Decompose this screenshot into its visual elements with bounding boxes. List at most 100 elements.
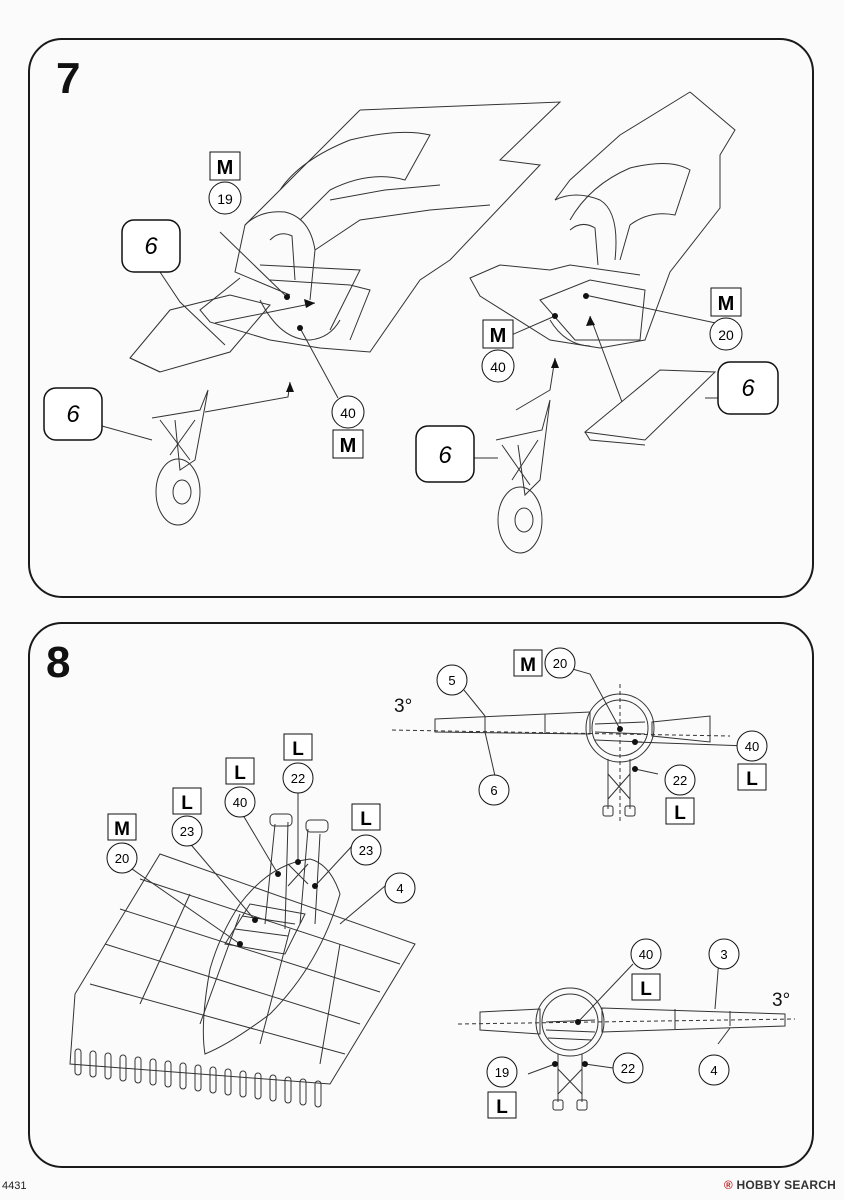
left-wheel — [155, 458, 201, 526]
svg-text:20: 20 — [115, 851, 129, 866]
left-nacelle-front — [244, 211, 316, 301]
part-circle-right-20: 20 — [709, 317, 743, 351]
step-7-illustration: 6 6 6 6 M 19 40 M — [43, 91, 779, 554]
right-gear-strut — [495, 399, 551, 497]
svg-text:6: 6 — [490, 783, 497, 798]
watermark: ® HOBBY SEARCH — [724, 1178, 836, 1192]
svg-text:22: 22 — [621, 1061, 635, 1076]
rear-right-wing — [601, 1007, 786, 1033]
front-wing-panels — [484, 714, 546, 734]
leader-iso-20 — [121, 861, 241, 945]
front-part-22: 22 — [664, 764, 696, 796]
right-wheel-hub — [514, 507, 534, 533]
front-part-6: 6 — [478, 774, 510, 806]
leader-iso-4 — [339, 885, 386, 925]
arrowhead-left-flap — [304, 299, 315, 308]
left-wing-panel-line — [314, 204, 491, 251]
iso-sprue-l4: L — [351, 803, 381, 831]
watermark-glyph: ® — [723, 1178, 733, 1192]
ref-box-left-gear: 6 — [43, 387, 103, 441]
left-gear-strut — [151, 389, 209, 471]
rear-part-22: 22 — [612, 1052, 644, 1084]
wing-rib-lines — [139, 893, 341, 1065]
left-flap-edge — [129, 357, 161, 373]
svg-text:M: M — [520, 655, 536, 676]
right-gear-bay — [539, 279, 646, 341]
rear-gear-foot-left — [552, 1099, 564, 1111]
leader-iso-23a — [186, 839, 256, 921]
svg-text:6: 6 — [741, 375, 755, 402]
iso-part-22: 22 — [282, 762, 314, 794]
sprue-label-right-left: M — [482, 319, 514, 349]
iso-sprue-l1: L — [172, 787, 202, 815]
svg-text:6: 6 — [438, 442, 452, 469]
rear-part-19: 19 — [486, 1056, 518, 1088]
iso-sprue-m: M — [107, 813, 137, 841]
watermark-brand: HOBBY SEARCH — [736, 1178, 836, 1192]
svg-text:40: 40 — [233, 795, 247, 810]
attach-point-40-right — [552, 313, 558, 319]
left-wing-panel-line-2 — [329, 184, 441, 201]
svg-text:L: L — [674, 803, 686, 824]
iso-part-23b: 23 — [350, 834, 382, 866]
gear-leg-left — [264, 821, 289, 930]
rear-left-wing — [479, 1008, 541, 1035]
svg-text:23: 23 — [180, 824, 194, 839]
flap-slots — [74, 1048, 322, 1108]
right-gear-brace — [501, 439, 539, 486]
wing-panel-lines — [89, 878, 401, 1055]
attach-rear-22 — [582, 1061, 588, 1067]
left-nacelle-top — [279, 131, 431, 221]
rear-sprue-l: L — [631, 973, 661, 1001]
svg-text:L: L — [360, 809, 372, 830]
front-sprue-l-b: L — [665, 797, 695, 825]
arrow-right-gear — [515, 357, 556, 411]
rear-leaders — [527, 945, 731, 1075]
rear-nacelle-lines — [545, 1019, 596, 1041]
front-gear-foot-left — [602, 805, 614, 817]
attach-rear-19 — [552, 1061, 558, 1067]
rear-nacelle-ring — [535, 987, 605, 1057]
rear-gear-foot-right — [576, 1099, 588, 1111]
attach-point-20 — [583, 293, 589, 299]
left-gear-bay — [269, 279, 371, 341]
right-wing-leading-edge — [554, 91, 691, 201]
left-nacelle-inner — [269, 233, 296, 281]
rear-part-4: 4 — [698, 1054, 730, 1086]
attach-iso-23b — [312, 883, 318, 889]
rear-angle-label: 3° — [772, 990, 790, 1011]
rear-wing-panels — [674, 1009, 731, 1029]
svg-text:L: L — [292, 739, 304, 760]
arrow-right-flap — [589, 315, 623, 403]
svg-text:40: 40 — [639, 947, 653, 962]
attach-iso-20 — [237, 941, 243, 947]
rear-datum-line — [457, 1018, 796, 1025]
front-gear-foot-right — [624, 805, 636, 817]
step-7-panel: 7 — [28, 38, 814, 598]
svg-text:M: M — [718, 293, 735, 315]
sprue-label-left-bottom: M — [332, 429, 364, 459]
iso-sprue-l2: L — [225, 757, 255, 785]
svg-text:4: 4 — [396, 881, 403, 896]
iso-sprue-l3: L — [283, 733, 313, 761]
svg-text:L: L — [746, 769, 758, 790]
sprue-label-right-right: M — [710, 287, 742, 317]
part-circle-left-19: 19 — [208, 181, 242, 215]
svg-text:L: L — [234, 763, 246, 784]
svg-text:M: M — [114, 819, 130, 840]
ref-box-right-gear: 6 — [415, 425, 475, 483]
svg-text:M: M — [340, 435, 357, 457]
svg-text:5: 5 — [448, 673, 455, 688]
right-nacelle-front — [554, 194, 617, 261]
nacelle-outline — [202, 858, 341, 1055]
front-gear-legs — [607, 759, 631, 809]
iso-part-4: 4 — [384, 872, 416, 904]
right-gear-well — [549, 319, 591, 347]
arrow-left-flap — [214, 302, 316, 324]
arrowhead-right-gear — [551, 358, 559, 368]
attach-iso-22 — [295, 859, 301, 865]
svg-text:6: 6 — [144, 233, 158, 260]
svg-text:40: 40 — [490, 359, 506, 375]
arrow-left-gear — [204, 381, 291, 413]
svg-text:20: 20 — [553, 656, 567, 671]
